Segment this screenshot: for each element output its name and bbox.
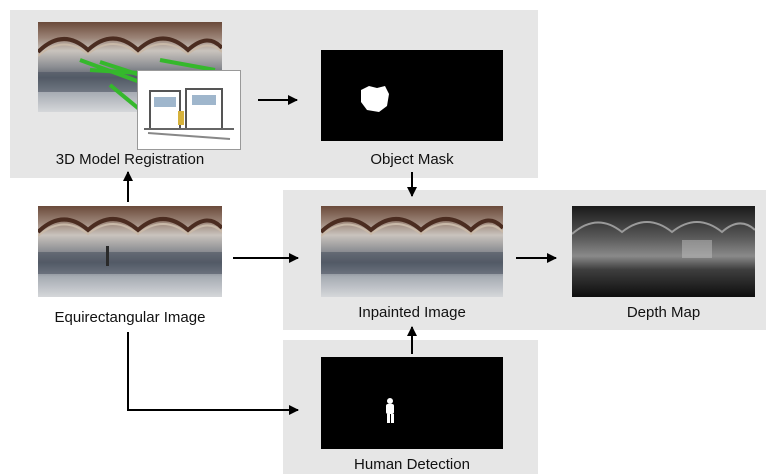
cad-machine-graphic: [144, 88, 234, 140]
registration-label: 3D Model Registration: [55, 151, 205, 168]
mask-blob-graphic: [361, 86, 389, 112]
equirectangular-arches-graphic: [38, 217, 222, 274]
equirectangular-image: [38, 206, 222, 297]
inpainted-image: [321, 206, 503, 297]
equirectangular-label: Equirectangular Image: [54, 309, 206, 326]
object-mask-image: [321, 50, 503, 141]
human-detection-image: [321, 357, 503, 449]
depth-map-image: [572, 206, 755, 297]
cad-model-image: [137, 70, 241, 150]
inpainted-arches-graphic: [321, 217, 503, 274]
object-mask-label: Object Mask: [370, 151, 454, 168]
depth-arches-graphic: [572, 221, 755, 258]
human-silhouette-graphic: [386, 398, 394, 423]
human-detection-label: Human Detection: [354, 456, 470, 473]
depth-map-label: Depth Map: [626, 304, 701, 321]
inpainted-label: Inpainted Image: [358, 304, 466, 321]
arrow-elbow-icon: [127, 332, 299, 415]
